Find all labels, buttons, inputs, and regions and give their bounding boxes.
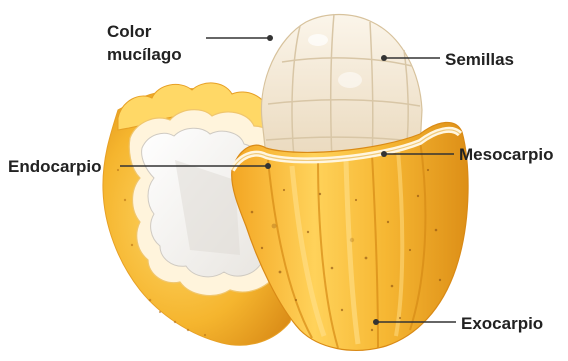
label-mucilage-line2: mucílago xyxy=(107,43,182,66)
leader-dot-exocarp xyxy=(373,319,379,325)
label-exocarp: Exocarpio xyxy=(461,314,543,334)
leader-dot-seeds xyxy=(381,55,387,61)
label-mucilage-line1: Color xyxy=(107,20,182,43)
label-seeds: Semillas xyxy=(445,50,514,70)
label-endocarp: Endocarpio xyxy=(8,157,102,177)
label-mesocarp: Mesocarpio xyxy=(459,145,553,165)
leader-dot-mesocarp xyxy=(381,151,387,157)
leader-dot-mucilage xyxy=(267,35,273,41)
leader-dot-endocarp xyxy=(265,163,271,169)
seed-cluster xyxy=(261,14,422,162)
label-mucilage-color: Color mucílago xyxy=(107,20,182,66)
